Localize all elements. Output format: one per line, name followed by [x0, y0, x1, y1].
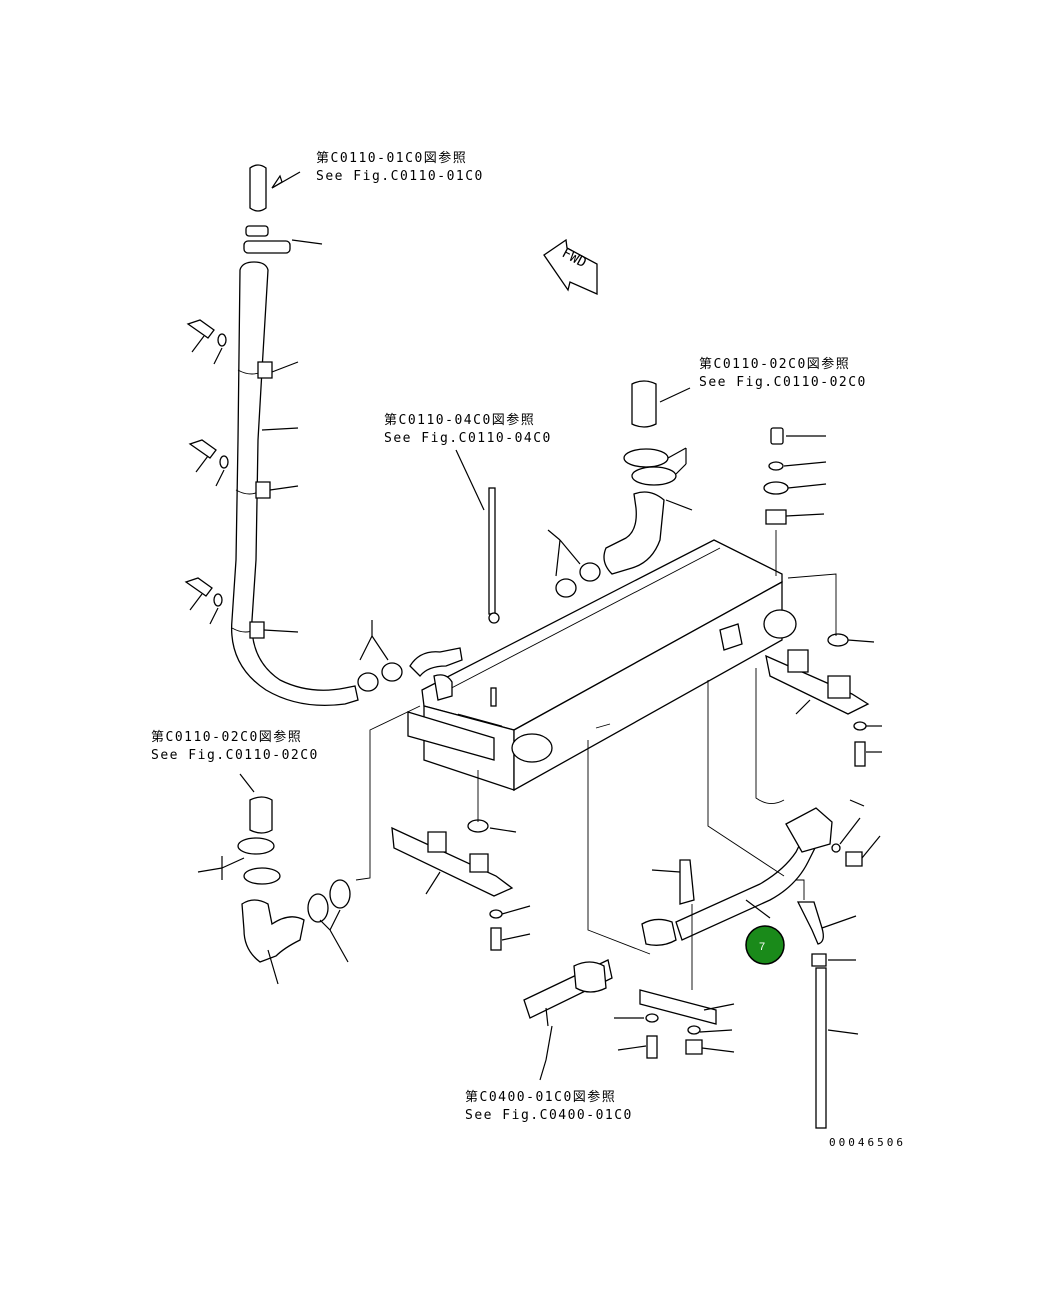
- reference-en: See Fig.C0110-02C0: [151, 748, 319, 763]
- mount-bracket-left: [391, 770, 531, 951]
- aftercooler-core: [407, 539, 797, 792]
- callout-marker-7[interactable]: 7: [745, 925, 785, 965]
- hose-clamps-center-left: [357, 620, 463, 692]
- reference-jp: 第C0110-04C0図参照: [384, 412, 535, 428]
- elbow-hose-top: [603, 447, 693, 575]
- bolts-left: [184, 319, 229, 625]
- reference-label-c0110-01c0: 第C0110-01C0図参照 See Fig.C0110-01C0: [316, 150, 484, 184]
- reference-label-c0400-01c0: 第C0400-01C0図参照 See Fig.C0400-01C0: [465, 1089, 633, 1123]
- air-intake-hose-pipe: [230, 261, 359, 707]
- reference-jp: 第C0110-02C0図参照: [699, 356, 850, 372]
- callout-circle[interactable]: [745, 925, 785, 965]
- reference-label-c0110-04c0: 第C0110-04C0図参照 See Fig.C0110-04C0: [384, 412, 552, 446]
- connecting-pipe: [523, 680, 833, 1081]
- gauge-tube-right: [755, 668, 881, 1129]
- reference-label-c0110-02c0-left: 第C0110-02C0図参照 See Fig.C0110-02C0: [151, 729, 319, 763]
- drawing-number: 00046506: [829, 1136, 906, 1149]
- reference-en: See Fig.C0110-02C0: [699, 375, 867, 390]
- reference-jp: 第C0400-01C0図参照: [465, 1089, 616, 1105]
- callout-number: 7: [759, 941, 765, 953]
- mount-stack-top-right: [763, 427, 827, 576]
- u-bolt-and-bracket: [614, 859, 735, 1059]
- drain-tube: [455, 449, 500, 707]
- forward-direction-arrow: FWD: [543, 238, 598, 296]
- pipe-clamps-left: [249, 361, 299, 639]
- reference-jp: 第C0110-01C0図参照: [316, 150, 467, 166]
- hose-clamps-center: [547, 529, 601, 598]
- upper-pipe-stub-right: [631, 380, 691, 428]
- reference-en: See Fig.C0110-01C0: [316, 169, 484, 184]
- reference-jp: 第C0110-02C0図参照: [151, 729, 302, 745]
- lower-left-hose-group: [197, 705, 421, 985]
- hose-clamp-top: [243, 225, 323, 254]
- reference-label-c0110-02c0-top: 第C0110-02C0図参照 See Fig.C0110-02C0: [699, 356, 867, 390]
- upper-hose-stub: [249, 164, 301, 212]
- reference-en: See Fig.C0400-01C0: [465, 1108, 633, 1123]
- mount-bracket-right: [765, 573, 882, 767]
- reference-en: See Fig.C0110-04C0: [384, 431, 552, 446]
